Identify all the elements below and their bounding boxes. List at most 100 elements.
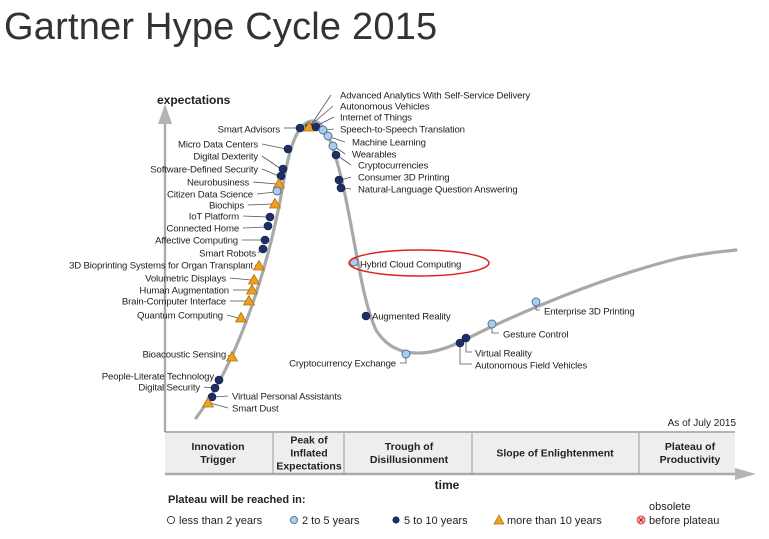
tech-label-volumetric-displays: Volumetric Displays [145, 274, 226, 285]
leader-line-autonomous-vehicles [310, 105, 334, 126]
axes: expectations As of July 2015 [157, 93, 736, 432]
x-axis-arrow-icon [735, 468, 756, 480]
tech-label-cryptocurrencies: Cryptocurrencies [358, 161, 428, 172]
phase-label: Inflated [290, 448, 327, 460]
phase-band-background [165, 433, 735, 473]
legend-label: less than 2 years [179, 515, 263, 527]
leader-line-iot-platform [242, 215, 269, 218]
marker-consumer-3d-printing [334, 175, 344, 185]
legend-white-icon [166, 515, 176, 525]
tech-label-autonomous-field-vehicles: Autonomous Field Vehicles [475, 361, 587, 372]
tech-label-digital-security: Digital Security [138, 383, 200, 394]
marker-citizen-data-science [272, 186, 282, 196]
marker-enterprise-3d-printing [531, 297, 541, 307]
tech-label-consumer-3d-printing: Consumer 3D Printing [358, 173, 449, 184]
legend-label: 2 to 5 years [302, 515, 360, 527]
as-of-date: As of July 2015 [668, 418, 737, 429]
leader-line-software-defined-security [261, 168, 280, 177]
tech-label-smart-dust: Smart Dust [232, 404, 279, 415]
marker-human-augmentation [245, 283, 259, 295]
tech-label-3d-bioprinting-systems-for-organ-transplant: 3D Bioprinting Systems for Organ Transpl… [69, 261, 253, 272]
phase-label: Peak of [290, 435, 328, 447]
legend-label: before plateau [649, 515, 719, 527]
marker-brain-computer-interface [242, 294, 256, 306]
leader-line-virtual-reality [465, 341, 472, 353]
marker-smart-robots [258, 244, 268, 254]
page-title: Gartner Hype Cycle 2015 [4, 6, 438, 48]
tech-label-brain-computer-interface: Brain-Computer Interface [122, 297, 226, 308]
leader-line-digital-dexterity [261, 155, 282, 170]
leader-line-quantum-computing [226, 314, 239, 319]
leader-line-virtual-personal-assistants [213, 395, 229, 398]
leader-line-internet-of-things [317, 116, 335, 126]
highlight-ellipse [348, 249, 490, 277]
marker-autonomous-field-vehicles [455, 338, 465, 348]
legend-navy-icon [392, 516, 400, 524]
phase-label: Disillusionment [370, 454, 449, 466]
leader-line-connected-home [242, 226, 267, 229]
marker-affective-computing [260, 235, 270, 245]
phase-label: Plateau of [665, 441, 716, 453]
marker-connected-home [263, 221, 273, 231]
marker-people-literate-technology [214, 375, 224, 385]
leader-line-biochips [247, 203, 273, 206]
x-axis-label: time [435, 478, 460, 492]
obsolete-icon [636, 515, 646, 525]
tech-label-biochips: Biochips [209, 201, 244, 212]
marker-speech-to-speech-translation [318, 125, 328, 135]
legend-label-top: obsolete [649, 501, 691, 513]
legend-label: 5 to 10 years [404, 515, 468, 527]
phase-label: Innovation [191, 441, 244, 453]
y-axis-label: expectations [157, 93, 231, 107]
marker-machine-learning [323, 131, 333, 141]
marker-virtual-reality [461, 333, 471, 343]
marker-micro-data-centers [283, 144, 293, 154]
phase-label: Productivity [660, 454, 721, 466]
y-axis-arrow-icon [158, 104, 172, 124]
leader-line-smart-dust [209, 402, 229, 409]
tech-label-natural-language-question-answering: Natural-Language Question Answering [358, 185, 518, 196]
leader-line-cryptocurrencies [337, 155, 352, 166]
phase-label: Trough of [385, 441, 434, 453]
leader-line-micro-data-centers [261, 143, 287, 150]
tech-label-quantum-computing: Quantum Computing [137, 311, 223, 322]
leader-line-machine-learning [329, 136, 346, 143]
marker-gesture-control [487, 319, 497, 329]
leader-line-gesture-control [491, 327, 499, 334]
tech-label-autonomous-vehicles: Autonomous Vehicles [340, 102, 430, 113]
legend-triangle-icon [493, 514, 505, 525]
marker-biochips [268, 197, 282, 209]
tech-label-hybrid-cloud-computing: Hybrid Cloud Computing [360, 260, 461, 271]
marker-software-defined-security [276, 171, 286, 181]
marker-quantum-computing [234, 311, 248, 323]
tech-label-internet-of-things: Internet of Things [340, 113, 412, 124]
marker-autonomous-vehicles [302, 120, 316, 132]
tech-label-smart-robots: Smart Robots [199, 249, 256, 260]
leader-lines [203, 94, 540, 409]
marker-iot-platform [265, 212, 275, 222]
tech-label-digital-dexterity: Digital Dexterity [193, 152, 258, 163]
marker-cryptocurrencies [331, 150, 341, 160]
marker-natural-language-question-answering [336, 183, 346, 193]
tech-label-iot-platform: IoT Platform [189, 212, 239, 223]
marker-smart-dust [201, 396, 215, 408]
tech-label-people-literate-technology: People-Literate Technology [102, 372, 215, 383]
tech-label-wearables: Wearables [352, 150, 397, 161]
legend: Plateau will be reached in:less than 2 y… [166, 494, 719, 527]
leader-line-neurobusiness [252, 181, 278, 185]
technology-labels: Advanced Analytics With Self-Service Del… [69, 91, 635, 415]
tech-label-affective-computing: Affective Computing [155, 236, 238, 247]
marker-3d-bioprinting-systems-for-organ-transplant [252, 259, 266, 271]
leader-line-advanced-analytics-with-self-service-delivery [310, 94, 332, 126]
technology-markers [201, 120, 541, 408]
leader-line-enterprise-3d-printing [535, 305, 540, 311]
legend-lightblue-icon [289, 515, 299, 525]
tech-label-software-defined-security: Software-Defined Security [150, 165, 258, 176]
phase-label: Expectations [276, 461, 342, 473]
tech-label-bioacoustic-sensing: Bioacoustic Sensing [142, 350, 226, 361]
phase-label: Trigger [200, 454, 236, 466]
tech-label-advanced-analytics-with-self-service-delivery: Advanced Analytics With Self-Service Del… [340, 91, 530, 102]
tech-label-virtual-personal-assistants: Virtual Personal Assistants [232, 392, 342, 403]
